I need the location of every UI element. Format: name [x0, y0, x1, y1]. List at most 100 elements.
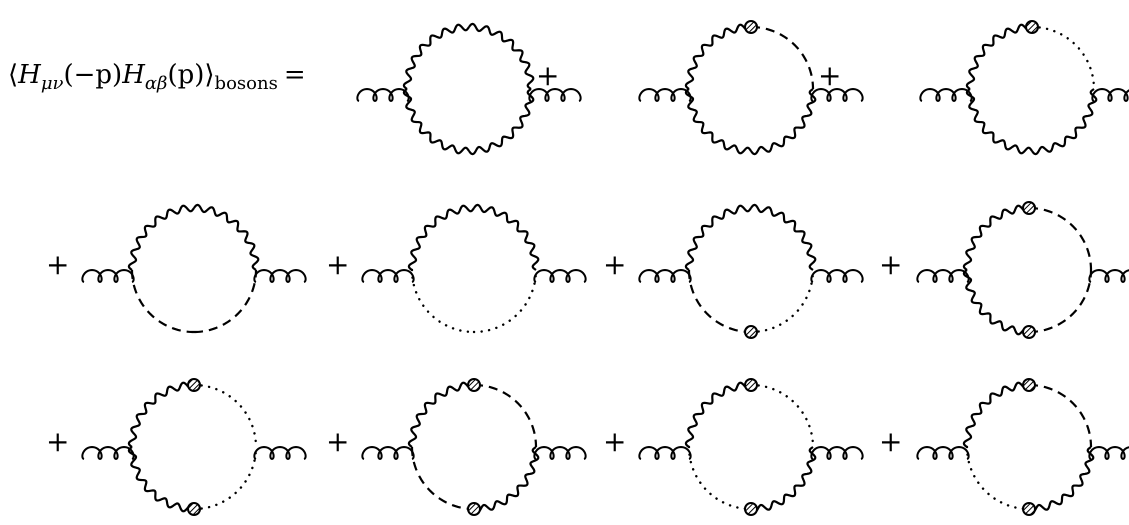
top-right-propagator-1	[468, 22, 535, 90]
external-leg-right-3	[1091, 87, 1129, 103]
external-leg-right-5	[533, 268, 587, 284]
insertion-blob-top-2	[744, 20, 758, 34]
insertion-blob-bottom-8	[187, 502, 201, 516]
bottom-left-propagator-6	[687, 269, 752, 334]
plus-sign-10: +	[879, 425, 902, 458]
top-left-propagator-11	[962, 381, 1030, 448]
bottom-left-propagator-1	[402, 88, 470, 155]
external-leg-right-11	[1088, 445, 1129, 461]
bottom-right-propagator-4	[193, 269, 258, 334]
bottom-right-propagator-5	[472, 268, 538, 334]
top-left-propagator-8	[127, 381, 195, 448]
top-right-propagator-10	[749, 383, 815, 449]
external-leg-left-9	[361, 445, 415, 461]
bottom-left-propagator-2	[684, 88, 752, 155]
insertion-blob-top-8	[187, 378, 201, 392]
insertion-blob-top-3	[1025, 20, 1039, 34]
bottom-left-propagator-5	[410, 268, 476, 334]
diagram-group	[81, 20, 1129, 516]
external-leg-left-1	[356, 87, 410, 103]
insertion-blob-top-11	[1022, 378, 1036, 392]
bottom-right-propagator-3	[1031, 88, 1098, 156]
insertion-blob-bottom-9	[467, 502, 481, 516]
lhs-H2-sub: αβ	[145, 73, 168, 94]
top-left-propagator-2	[684, 23, 752, 90]
top-left-propagator-4	[127, 204, 195, 271]
lhs-close-sub: bosons	[215, 73, 278, 94]
bottom-right-propagator-1	[468, 88, 535, 156]
insertion-blob-top-10	[744, 378, 758, 392]
external-leg-right-10	[810, 445, 864, 461]
lhs-H1-sub: μν	[41, 73, 64, 94]
top-right-propagator-8	[192, 383, 258, 449]
external-leg-left-4	[81, 268, 135, 284]
top-left-propagator-10	[684, 381, 752, 448]
bottom-right-propagator-8	[192, 445, 258, 511]
lhs-expression: ⟨Hμν(−p)Hαβ(p)⟩bosons=	[8, 60, 306, 94]
insertion-blob-bottom-7	[1022, 325, 1036, 339]
bottom-right-propagator-6	[749, 268, 815, 334]
insertion-blob-bottom-6	[744, 325, 758, 339]
insertion-blob-top-7	[1022, 201, 1036, 215]
lhs-arg2: (p)	[167, 60, 204, 90]
top-right-propagator-11	[1028, 383, 1093, 448]
bottom-left-propagator-3	[965, 88, 1033, 155]
bottom-left-propagator-11	[965, 445, 1031, 511]
lhs-arg1: (−p)	[63, 60, 122, 90]
external-leg-right-8	[253, 445, 307, 461]
top-right-propagator-3	[1030, 25, 1096, 91]
insertion-blob-bottom-11	[1022, 502, 1036, 516]
external-leg-left-6	[638, 268, 692, 284]
external-leg-right-6	[810, 268, 864, 284]
bottom-right-propagator-10	[750, 446, 817, 514]
plus-sign-8: +	[326, 425, 349, 458]
bottom-left-propagator-4	[130, 269, 195, 334]
top-right-propagator-9	[473, 383, 538, 448]
top-right-propagator-5	[473, 203, 540, 271]
external-leg-left-2	[638, 87, 692, 103]
top-left-propagator-6	[684, 204, 752, 271]
top-right-propagator-4	[193, 203, 260, 271]
bottom-left-propagator-9	[410, 446, 475, 511]
insertion-blob-top-9	[467, 378, 481, 392]
lhs-open-bracket: ⟨	[8, 60, 18, 90]
plus-sign-5: +	[603, 248, 626, 281]
top-left-propagator-5	[407, 204, 475, 271]
top-right-propagator-6	[750, 203, 817, 271]
bottom-right-propagator-2	[750, 88, 817, 156]
bottom-left-propagator-8	[127, 446, 195, 513]
top-left-propagator-1	[402, 23, 470, 90]
bottom-left-propagator-10	[687, 445, 753, 511]
lhs-H1: H	[17, 60, 42, 90]
external-leg-right-4	[253, 268, 307, 284]
external-leg-right-7	[1088, 268, 1129, 284]
external-leg-left-3	[919, 87, 973, 103]
plus-sign-1: +	[536, 59, 559, 92]
bottom-right-propagator-7	[1028, 269, 1093, 334]
plus-sign-6: +	[879, 248, 902, 281]
external-leg-left-11	[916, 445, 970, 461]
plus-sign-3: +	[46, 248, 69, 281]
lhs-equals: =	[284, 60, 306, 90]
external-leg-right-2	[810, 87, 864, 103]
plus-sign-9: +	[603, 425, 626, 458]
bottom-right-propagator-11	[1028, 446, 1095, 514]
external-leg-left-8	[81, 445, 135, 461]
external-leg-left-10	[638, 445, 692, 461]
top-right-propagator-2	[750, 25, 815, 90]
top-left-propagator-7	[962, 204, 1030, 271]
plus-sign-2: +	[818, 59, 841, 92]
external-leg-left-7	[916, 268, 970, 284]
bottom-left-propagator-7	[962, 269, 1030, 336]
top-right-propagator-7	[1028, 206, 1093, 271]
plus-sign-4: +	[326, 248, 349, 281]
insertion-blob-bottom-10	[744, 502, 758, 516]
lhs-H2: H	[121, 60, 146, 90]
external-leg-right-9	[533, 445, 587, 461]
external-leg-left-5	[361, 268, 415, 284]
lhs-close-bracket: ⟩	[204, 60, 214, 90]
bottom-right-propagator-9	[473, 446, 540, 514]
top-left-propagator-9	[407, 381, 475, 448]
plus-sign-7: +	[46, 425, 69, 458]
